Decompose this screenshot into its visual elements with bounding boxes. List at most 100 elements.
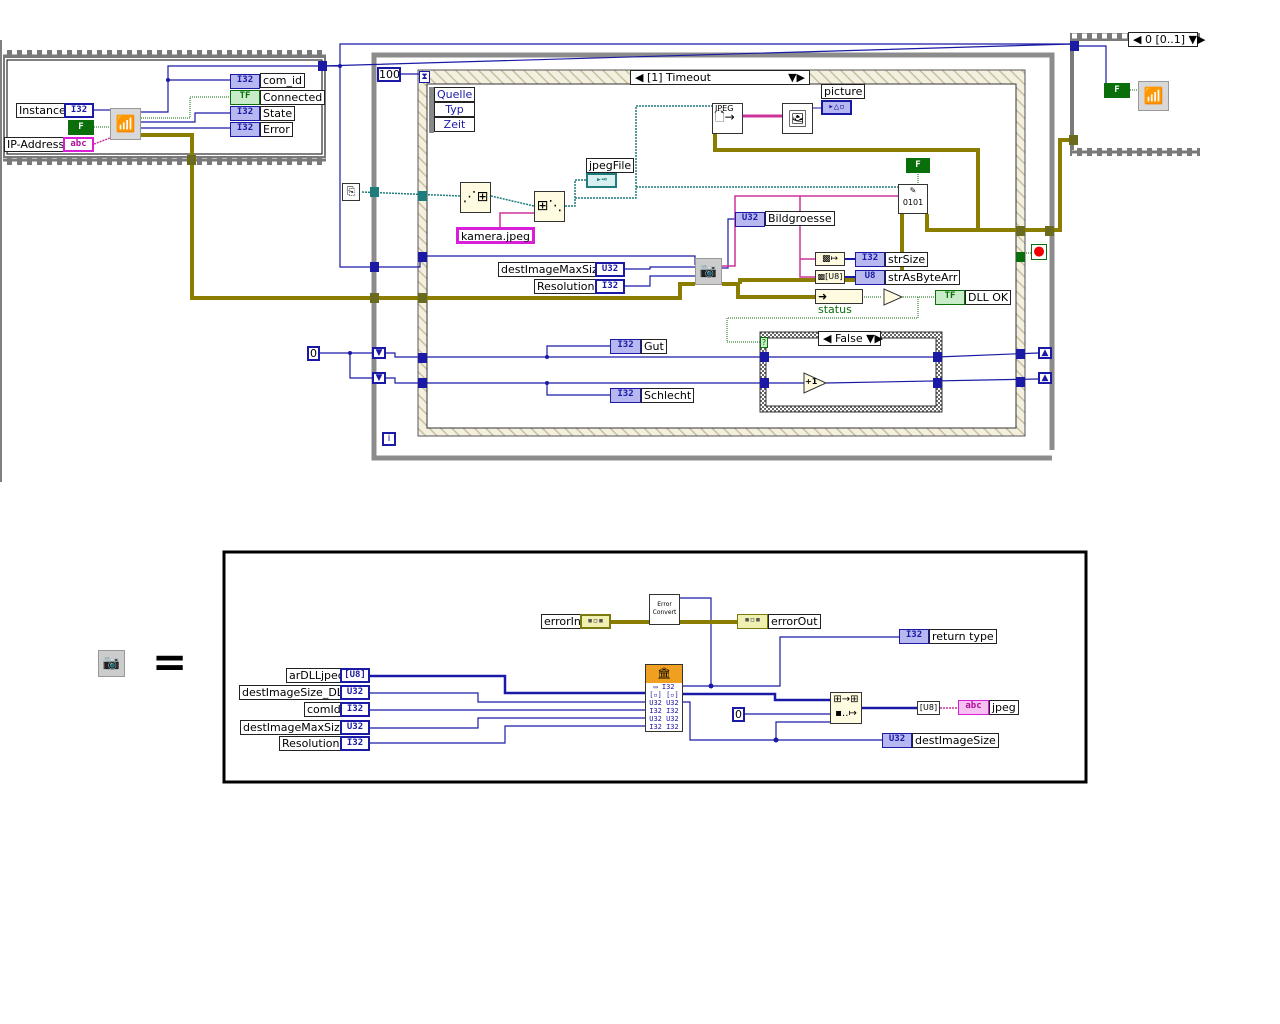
error-out-indicator[interactable]: ▪▫▪ [737, 614, 768, 629]
case-selector[interactable]: ◀ False ▼▶ [818, 331, 883, 346]
ip-address-control[interactable]: abc [63, 137, 94, 152]
com-id-label: com_id [260, 73, 306, 88]
schlecht-indicator[interactable]: I32 [610, 388, 641, 403]
error-in-control[interactable]: ▪▫▪ [580, 614, 611, 629]
state-indicator[interactable]: I32 [230, 106, 260, 121]
camera-icon: 📷 [98, 650, 125, 677]
event-data-node: Quelle Typ Zeit [429, 87, 475, 133]
picture-indicator[interactable]: ▸△▫ [821, 100, 852, 115]
dest-image-max-size-label: destImageMaxSize [498, 262, 608, 277]
dest-image-size-label: destImageSize [912, 733, 999, 748]
resolution-control[interactable]: I32 [340, 736, 370, 751]
event-selector-label: [1] Timeout [646, 71, 711, 84]
jpeg-file-label: jpegFile [586, 158, 635, 173]
shift-register-left: ▼ [372, 372, 386, 384]
connected-label: Connected [260, 90, 326, 105]
event-registration-icon: ⎘ [342, 183, 360, 201]
boolean-constant[interactable]: F [1104, 83, 1130, 98]
shift-register-left: ▼ [372, 347, 386, 359]
integer-wires [94, 43, 1107, 744]
event-tunnel [418, 353, 427, 363]
hourglass-icon: ⧗ [419, 71, 430, 83]
error-tunnel [1069, 135, 1078, 145]
jpeg-node-label: JPEG [715, 104, 734, 113]
subvi-frame [222, 550, 1088, 784]
boolean-constant[interactable]: F [68, 120, 94, 135]
byte-array-to-string-icon[interactable]: [U8] [917, 701, 940, 715]
ardlljpec-control[interactable]: [U8] [340, 668, 370, 683]
gut-indicator[interactable]: I32 [610, 339, 641, 354]
right-sequence-frame [1070, 33, 1200, 156]
ref-tunnel [370, 187, 379, 197]
equals-sign: = [152, 637, 188, 686]
error-tunnel [187, 155, 196, 165]
status-element: status [818, 303, 852, 316]
dll-ok-indicator[interactable]: TF [935, 290, 965, 305]
build-path-icon[interactable]: ⊞⋱ [534, 191, 565, 222]
jpeg-label: jpeg [989, 700, 1019, 715]
com-id-indicator[interactable]: I32 [230, 74, 260, 89]
draw-picture-icon[interactable]: 🖼 [782, 103, 813, 134]
input-label-comid: comId [304, 702, 344, 717]
error-convert-node[interactable]: Error Convert [649, 594, 680, 625]
string-to-byte-array-icon[interactable]: ▩[U8] [815, 270, 845, 284]
event-selector[interactable]: ◀ [1] Timeout▼▶ [630, 70, 810, 85]
boolean-constant[interactable]: F [906, 158, 930, 173]
wireless-icon[interactable]: 📶 [1138, 81, 1169, 111]
error-indicator[interactable]: I32 [230, 122, 260, 137]
error-tunnel [1045, 226, 1054, 236]
str-size-label: strSize [885, 252, 929, 267]
error-out-label: errorOut [768, 614, 821, 629]
string-length-icon[interactable]: ▩↦ [815, 252, 845, 266]
instance-label: Instance [16, 103, 69, 118]
case-selector-terminal: ? [760, 337, 768, 348]
shift-register-right: ▲ [1038, 372, 1052, 384]
unbundle-status-node[interactable]: ➜ status [815, 289, 863, 316]
sequence-selector-label: 0 [0..1] [1144, 33, 1186, 46]
case-selector-label: False [834, 332, 863, 345]
comid-control[interactable]: I32 [340, 702, 370, 717]
event-data-source: Quelle [434, 87, 475, 102]
kamera-jpeg-constant[interactable]: kamera.jpeg [456, 227, 535, 244]
str-as-byte-arr-indicator[interactable]: U8 [855, 270, 885, 285]
destimagemaxsize-control[interactable]: U32 [340, 720, 370, 735]
dest-image-size-indicator[interactable]: U32 [882, 733, 912, 748]
destimagesize-dll-control[interactable]: U32 [340, 685, 370, 700]
timeout-constant[interactable]: 100 [377, 67, 401, 82]
init-zero-constant[interactable]: 0 [307, 346, 320, 361]
jpeg-read-icon[interactable]: JPEG🗋→ [712, 103, 743, 134]
case-tunnel [760, 352, 769, 362]
input-label-resolution: Resolution [279, 736, 343, 751]
error-tunnel [370, 293, 379, 303]
jpeg-indicator[interactable]: abc [958, 700, 989, 715]
zero-constant[interactable]: 0 [732, 707, 745, 722]
dll-ok-label: DLL OK [965, 290, 1012, 305]
sequence-selector[interactable]: ◀ 0 [0..1] ▼▶ [1128, 32, 1205, 47]
array-subset-icon[interactable]: ⊞→⊞▪‥↦ [830, 692, 862, 724]
jpeg-file-indicator[interactable]: ▸⊸ [586, 173, 617, 188]
dest-image-max-size-control[interactable]: U32 [595, 262, 625, 277]
input-label-destimagemaxsize: destImageMaxSize [240, 720, 350, 735]
str-size-indicator[interactable]: I32 [855, 252, 885, 267]
case-structure-frame [759, 331, 943, 413]
resolution-control[interactable]: I32 [595, 279, 625, 294]
connected-indicator[interactable]: TF [230, 90, 260, 105]
bildgroesse-indicator[interactable]: U32 [735, 212, 765, 227]
increment-label: +1 [805, 377, 818, 386]
event-data-time: Zeit [434, 117, 475, 132]
wireless-icon[interactable]: 📶 [110, 108, 141, 140]
return-type-indicator[interactable]: I32 [899, 629, 929, 644]
iteration-terminal: i [382, 432, 396, 446]
str-as-byte-arr-label: strAsByteArr [885, 270, 961, 285]
refnum-wires [361, 105, 898, 207]
build-path-icon[interactable]: ⋰⊞ [460, 182, 491, 213]
camera-subvi-icon[interactable]: 📷 [695, 258, 722, 285]
dll-icon: 🏛 [646, 665, 682, 683]
picture-label: picture [821, 84, 866, 99]
stop-condition-icon[interactable]: ● [1031, 244, 1047, 260]
schlecht-label: Schlecht [641, 388, 695, 403]
write-file-icon[interactable]: ✎0101 [898, 184, 928, 214]
instance-control[interactable]: I32 [64, 103, 94, 118]
